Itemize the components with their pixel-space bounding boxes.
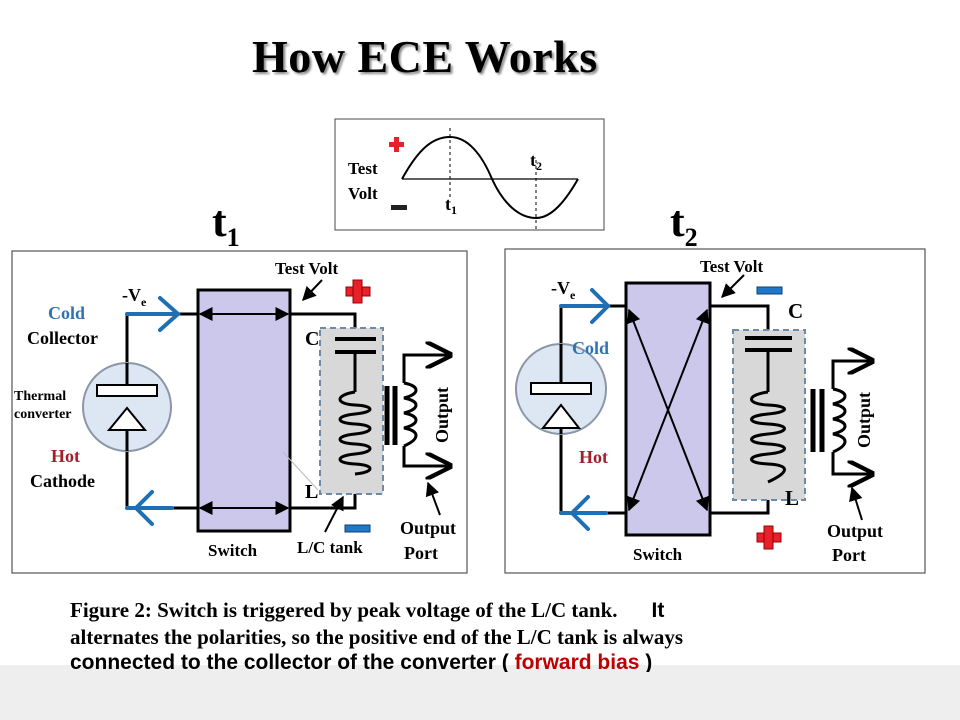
left-lc-tank-label: L/C tank bbox=[297, 538, 363, 557]
left-converter-label: converter bbox=[14, 407, 72, 422]
right-circuit-panel: Test Volt -Ve Cold Hot C L Output Output… bbox=[504, 248, 926, 574]
right-minus-icon bbox=[756, 286, 783, 295]
right-cold-label: Cold bbox=[572, 338, 609, 358]
caption-line-3c: ) bbox=[645, 651, 653, 672]
right-test-volt-pointer bbox=[721, 274, 745, 298]
left-test-volt-pointer bbox=[302, 279, 323, 302]
right-l-label: L bbox=[785, 486, 799, 510]
waveform-frame bbox=[334, 118, 605, 231]
right-ve-label: -Ve bbox=[551, 278, 576, 302]
left-collector-label: Collector bbox=[27, 328, 98, 348]
waveform-volt-label: Volt bbox=[348, 184, 378, 203]
time-label-t2: t2 bbox=[670, 196, 698, 253]
figure-caption: Figure 2: Switch is triggered by peak vo… bbox=[70, 597, 930, 672]
left-output-label: Output bbox=[432, 387, 452, 443]
time-label-t2-letter: t bbox=[670, 197, 685, 246]
left-lc-tank-pointer bbox=[324, 495, 344, 533]
waveform-inset: Test Volt t1 t2 bbox=[334, 118, 605, 231]
right-output-transformer bbox=[810, 361, 872, 474]
caption-line-1: Figure 2: Switch is triggered by peak vo… bbox=[70, 597, 930, 624]
caption-line-2: alternates the polarities, so the positi… bbox=[70, 625, 684, 649]
left-test-volt-label: Test Volt bbox=[275, 259, 338, 278]
right-c-label: C bbox=[788, 299, 803, 323]
caption-line-3a: connected to the collector of the conver… bbox=[70, 651, 509, 672]
time-label-t1-sub: 1 bbox=[226, 222, 240, 252]
left-ve-label: -Ve bbox=[122, 285, 147, 309]
left-c-label: C bbox=[305, 328, 319, 350]
left-output-port-label-2: Port bbox=[404, 543, 438, 563]
right-thermal-converter bbox=[515, 343, 607, 435]
left-cathode-label: Cathode bbox=[30, 471, 95, 491]
right-output-port-label-1: Output bbox=[827, 521, 883, 541]
left-minus-icon bbox=[344, 524, 371, 533]
time-label-t1-letter: t bbox=[212, 197, 227, 246]
caption-line-3: connected to the collector of the conver… bbox=[70, 650, 930, 672]
left-output-port-pointer bbox=[425, 481, 441, 516]
left-blue-arrows bbox=[125, 296, 182, 526]
waveform-plus-icon bbox=[389, 137, 404, 152]
left-lc-tank bbox=[319, 327, 384, 495]
left-thermal-label: Thermal bbox=[14, 389, 66, 404]
right-test-volt-label: Test Volt bbox=[700, 257, 763, 276]
left-leader-line bbox=[282, 451, 319, 491]
waveform-minus-icon bbox=[391, 205, 407, 210]
right-switch-label: Switch bbox=[633, 545, 683, 564]
waveform-t1-label: t1 bbox=[445, 194, 457, 217]
waveform-test-label: Test bbox=[348, 159, 378, 178]
caption-line-1b: It bbox=[651, 599, 665, 622]
right-lc-tank bbox=[732, 329, 806, 501]
footer-band bbox=[0, 665, 960, 720]
time-label-t1: t1 bbox=[212, 196, 240, 253]
left-cold-label: Cold bbox=[48, 303, 85, 323]
right-hot-label: Hot bbox=[579, 447, 608, 467]
caption-line-1a: Figure 2: Switch is triggered by peak vo… bbox=[70, 598, 618, 622]
left-output-transformer bbox=[384, 355, 450, 466]
left-plus-icon bbox=[345, 279, 371, 304]
right-plus-icon bbox=[756, 525, 782, 550]
left-output-port-label-1: Output bbox=[400, 518, 456, 538]
left-l-label: L bbox=[305, 481, 318, 503]
slide-title: How ECE Works bbox=[252, 31, 598, 82]
right-output-port-pointer bbox=[849, 486, 863, 521]
right-output-label: Output bbox=[854, 392, 874, 448]
right-output-port-label-2: Port bbox=[832, 545, 866, 565]
left-circuit-panel: Test Volt -Ve Cold Collector Thermal con… bbox=[11, 250, 468, 574]
left-switch bbox=[196, 288, 292, 533]
time-label-t2-sub: 2 bbox=[684, 222, 698, 252]
right-switch-cross-path-2 bbox=[627, 308, 709, 512]
left-hot-label: Hot bbox=[51, 446, 80, 466]
caption-line-3b: forward bias bbox=[514, 651, 640, 672]
waveform-sine bbox=[401, 135, 579, 220]
waveform-t2-label: t2 bbox=[530, 150, 542, 173]
left-thermal-converter bbox=[82, 362, 172, 452]
right-blue-arrows bbox=[559, 288, 611, 531]
left-switch-label: Switch bbox=[208, 541, 258, 560]
